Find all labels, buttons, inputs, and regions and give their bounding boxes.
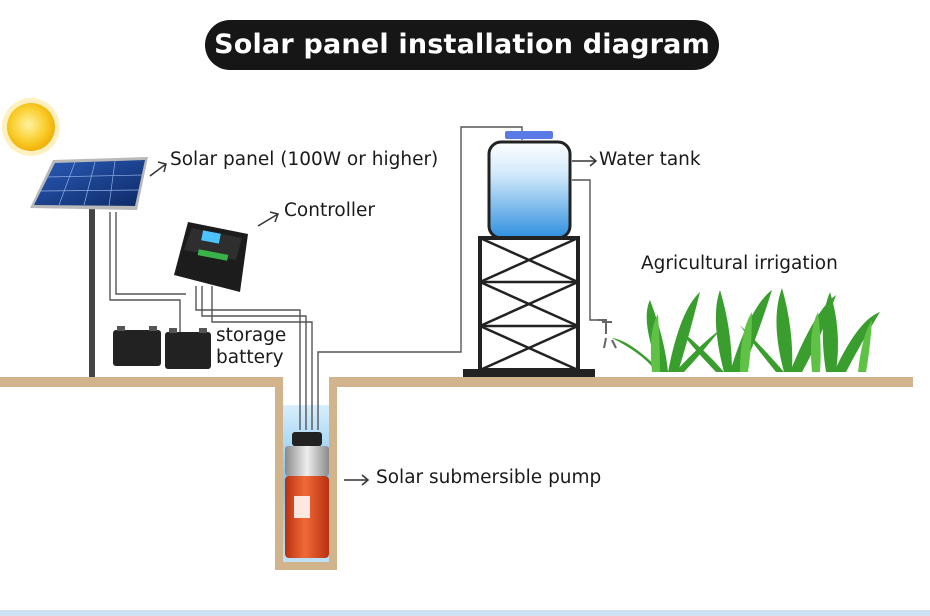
label-water-tank: Water tank	[599, 149, 701, 170]
wiring	[109, 126, 598, 430]
arrow-icon-solar-panel	[149, 161, 167, 177]
controller-icon	[174, 222, 248, 292]
battery-icon	[113, 326, 211, 369]
arrow-icon-controller	[257, 211, 279, 227]
faucet-icon	[598, 319, 617, 349]
ground	[0, 377, 913, 570]
bottom-divider	[0, 610, 930, 616]
sun-icon	[2, 98, 60, 156]
arrow-icon-water-tank	[572, 155, 598, 167]
plants-icon	[612, 288, 880, 372]
submersible-pump-icon	[285, 432, 329, 558]
label-pump: Solar submersible pump	[376, 467, 602, 488]
label-solar-panel: Solar panel (100W or higher)	[170, 149, 439, 170]
solar-panel-icon	[30, 157, 148, 377]
water-tank-icon	[463, 131, 595, 377]
arrow-icon-pump	[344, 474, 370, 486]
label-agricultural-irrigation: Agricultural irrigation	[641, 253, 838, 274]
label-controller: Controller	[284, 200, 376, 221]
page-title: Solar panel installation diagram	[205, 20, 719, 70]
arrows	[149, 155, 598, 486]
label-storage-battery: storage battery	[216, 325, 287, 368]
